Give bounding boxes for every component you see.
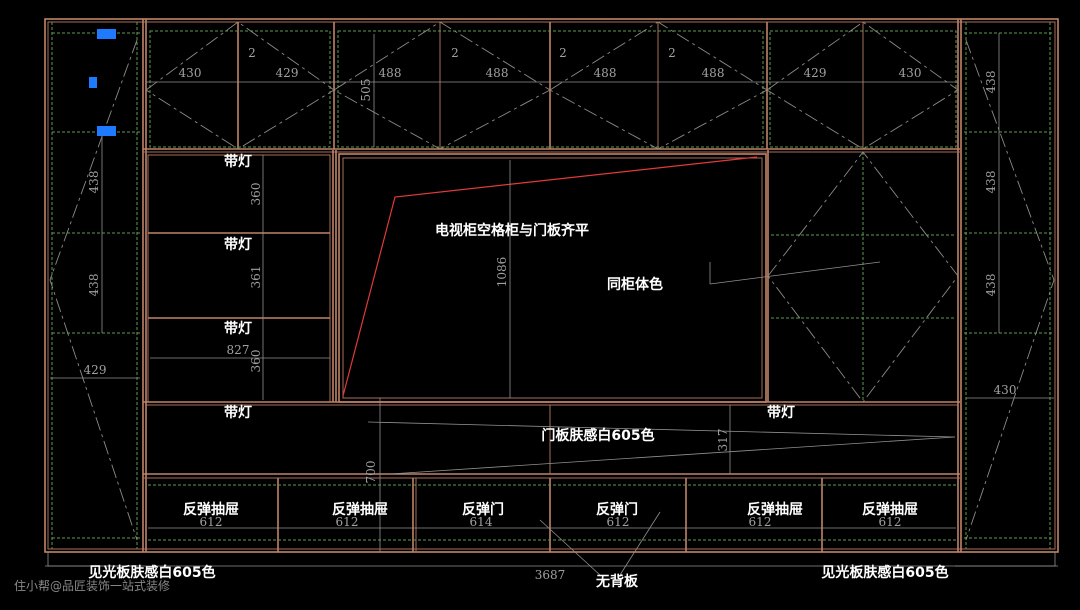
dim-text: 700 [364, 461, 378, 484]
dim-text: 429 [84, 363, 107, 377]
door-width: 614 [470, 515, 493, 529]
tv-outline [342, 156, 758, 397]
watermark: 住小帮@品匠装饰一站式装修 [14, 578, 170, 593]
dim-text: 1086 [495, 257, 509, 288]
door-label: 反弹门 [462, 501, 504, 518]
dim-text: 2 [559, 46, 567, 60]
drawer-label: 反弹抽屉 [332, 501, 388, 518]
drawer-width: 612 [336, 515, 359, 529]
door-swing-lines [49, 21, 1055, 541]
color-note: 同柜体色 [607, 276, 663, 293]
dim-text: 827 [227, 343, 250, 357]
side-panel-note: 见光板肤感白605色 [88, 564, 215, 581]
hidden-lines [51, 22, 1052, 549]
cabinet-frame [44, 18, 1059, 553]
dim-text: 430 [899, 66, 922, 80]
no-back-note: 无背板 [595, 573, 639, 590]
light-label: 带灯 [224, 236, 252, 253]
dim-text: 360 [249, 183, 263, 206]
drawer-label: 反弹抽屉 [747, 501, 803, 518]
dim-text: 488 [594, 66, 617, 80]
tv-note: 电视柜空格柜与门板齐平 [435, 222, 589, 239]
dim-text: 360 [249, 350, 263, 373]
dim-text: 438 [984, 71, 998, 94]
dim-text: 488 [702, 66, 725, 80]
dim-text: 438 [87, 274, 101, 297]
dim-text: 429 [276, 66, 299, 80]
light-label: 带灯 [224, 320, 252, 337]
light-label: 带灯 [224, 404, 252, 421]
door-label: 反弹门 [596, 501, 638, 518]
drawer-width: 612 [879, 515, 902, 529]
dim-text: 438 [984, 274, 998, 297]
drawer-label: 反弹抽屉 [183, 501, 239, 518]
dim-text: 2 [668, 46, 676, 60]
dim-text: 438 [984, 171, 998, 194]
grip-handle[interactable] [89, 77, 97, 88]
drawer-label: 反弹抽屉 [862, 501, 918, 518]
dim-text: 2 [248, 46, 256, 60]
dim-text: 488 [379, 66, 402, 80]
dim-text: 430 [179, 66, 202, 80]
dim-text: 438 [87, 171, 101, 194]
grip-handle[interactable] [97, 126, 116, 136]
light-label: 带灯 [224, 153, 252, 170]
dim-text: 2 [451, 46, 459, 60]
drawer-width: 612 [200, 515, 223, 529]
light-label: 带灯 [767, 404, 795, 421]
dim-text: 505 [359, 79, 373, 102]
door-width: 612 [607, 515, 630, 529]
dim-text: 488 [486, 66, 509, 80]
dim-text: 361 [249, 266, 263, 289]
grip-handle[interactable] [97, 29, 116, 39]
dimension-lines [45, 33, 1058, 576]
total-width: 3687 [535, 568, 566, 582]
dim-text: 317 [716, 429, 730, 452]
drawer-width: 612 [749, 515, 772, 529]
dim-text: 429 [804, 66, 827, 80]
door-note: 门板肤感白605色 [541, 427, 654, 444]
side-panel-note: 见光板肤感白605色 [821, 564, 948, 581]
dim-text: 430 [994, 383, 1017, 397]
